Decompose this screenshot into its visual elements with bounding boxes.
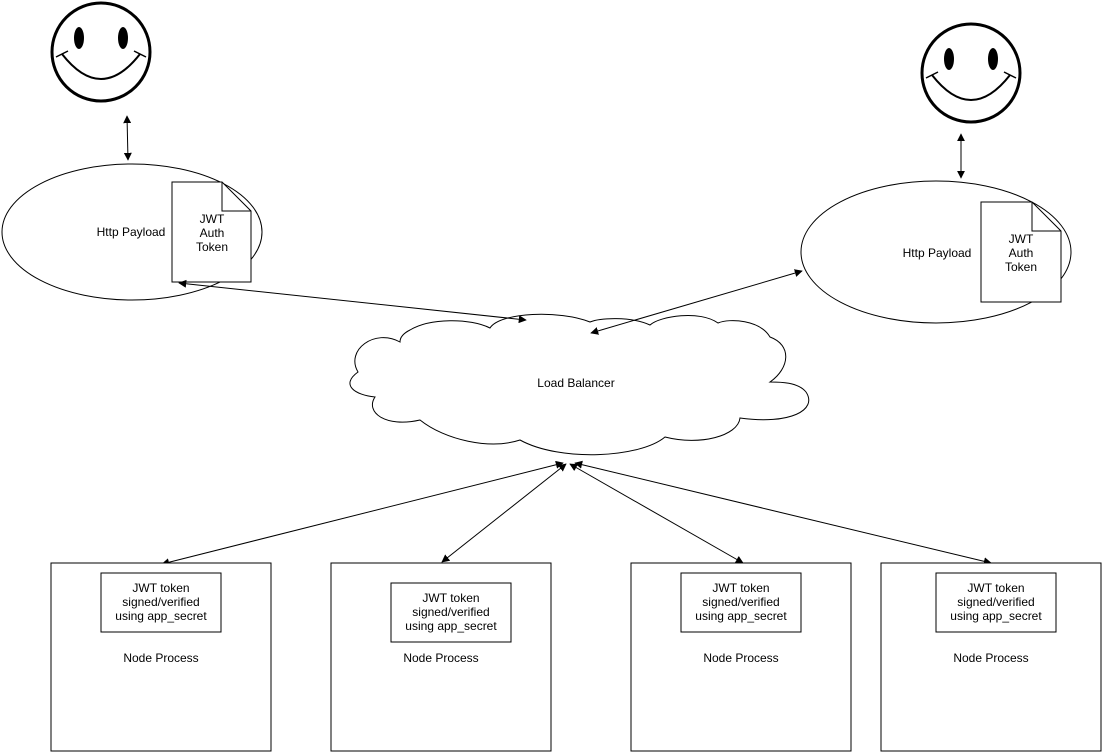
user-left-smiley-icon xyxy=(50,1,152,103)
node-2-token-line-3: using app_secret xyxy=(405,619,497,633)
node-3-token-box xyxy=(680,572,802,633)
arrow-lb-node-3 xyxy=(569,463,744,564)
payload-right-document-icon xyxy=(980,201,1062,303)
payload-left-token-line-2: Auth xyxy=(200,226,225,240)
payload-right-label: Http Payload xyxy=(903,246,972,260)
user-right-smiley-icon xyxy=(920,22,1022,124)
payload-right: Http Payload JWT Auth Token xyxy=(800,180,1072,324)
node-4-token-line-1: JWT token xyxy=(967,581,1024,595)
node-3-label: Node Process xyxy=(703,651,778,665)
node-process-3: JWT token signed/verified using app_secr… xyxy=(630,562,852,752)
node-4-token-box xyxy=(935,572,1057,633)
payload-left-label: Http Payload xyxy=(97,225,166,239)
payload-left-document-icon xyxy=(171,181,252,283)
arrow-lb-node-4 xyxy=(574,460,992,566)
node-1-token-line-2: signed/verified xyxy=(122,595,199,609)
node-1-token-line-1: JWT token xyxy=(132,581,189,595)
payload-left: Http Payload JWT Auth Token xyxy=(1,163,263,301)
arrow-lb-node-2 xyxy=(441,463,567,563)
arrow-payload-left-lb xyxy=(178,279,527,324)
node-1-token-box xyxy=(100,572,222,633)
load-balancer-label: Load Balancer xyxy=(537,376,614,390)
node-3-token-line-3: using app_secret xyxy=(695,609,787,623)
node-4-label: Node Process xyxy=(953,651,1028,665)
payload-right-token-line-1: JWT xyxy=(1009,232,1034,246)
node-1-token-line-3: using app_secret xyxy=(115,609,207,623)
payload-right-token-line-2: Auth xyxy=(1009,246,1034,260)
payload-left-token-line-3: Token xyxy=(196,240,228,254)
node-4-token-line-3: using app_secret xyxy=(950,609,1042,623)
payload-right-token-line-3: Token xyxy=(1005,260,1037,274)
payload-left-token-line-1: JWT xyxy=(200,212,225,226)
node-2-token-line-2: signed/verified xyxy=(412,605,489,619)
node-process-1: JWT token signed/verified using app_secr… xyxy=(50,562,272,752)
node-process-2: JWT token signed/verified using app_secr… xyxy=(330,562,552,752)
load-balancer-cloud-icon xyxy=(349,313,810,456)
node-3-token-line-1: JWT token xyxy=(712,581,769,595)
arrow-payload-right-lb xyxy=(590,269,803,335)
node-2-token-box xyxy=(390,582,512,643)
arrow-user-left-payload xyxy=(123,115,132,161)
node-2-label: Node Process xyxy=(403,651,478,665)
node-process-4: JWT token signed/verified using app_secr… xyxy=(880,562,1102,752)
node-4-token-line-2: signed/verified xyxy=(957,595,1034,609)
node-2-token-line-1: JWT token xyxy=(422,591,479,605)
node-3-token-line-2: signed/verified xyxy=(702,595,779,609)
node-1-label: Node Process xyxy=(123,651,198,665)
